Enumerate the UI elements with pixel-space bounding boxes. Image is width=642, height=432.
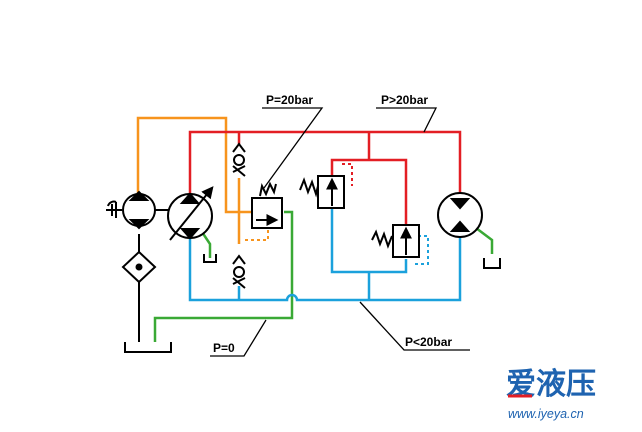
label-p-less-20bar: P<20bar <box>405 335 452 349</box>
watermark-url: www.iyeya.cn <box>508 407 584 421</box>
tank-symbol <box>124 342 172 353</box>
check-valve-lower <box>232 254 246 289</box>
dashed-pilot-orange <box>244 230 269 241</box>
label-p-greater-20bar: P>20bar <box>381 93 428 107</box>
dashed-pilot-blue <box>412 235 429 265</box>
label-p-zero: P=0 <box>213 341 235 355</box>
drain-tank-pump <box>203 254 217 263</box>
return-lines-blue <box>188 209 462 302</box>
charge-pump-symbol <box>122 190 168 230</box>
pressure-lines-red <box>188 130 462 225</box>
label-leaders <box>210 107 470 357</box>
drain-lines-green <box>153 210 494 342</box>
variable-displacement-pump-symbol <box>167 186 214 241</box>
check-valve-upper <box>232 142 246 177</box>
dashed-pilot-red <box>342 163 353 186</box>
filter-symbol <box>121 234 157 342</box>
hydraulic-motor-symbol <box>437 192 483 238</box>
sequence-valve-lower <box>371 224 420 258</box>
label-p-equals-20bar: P=20bar <box>266 93 313 107</box>
sequence-valve-upper <box>299 175 345 209</box>
motor-drive-symbol <box>106 200 122 218</box>
drain-tank-motor <box>483 258 501 269</box>
relief-valve-20bar <box>251 181 283 229</box>
iyeya-watermark-logo: 爱液压 www.iyeya.cn <box>506 367 596 421</box>
